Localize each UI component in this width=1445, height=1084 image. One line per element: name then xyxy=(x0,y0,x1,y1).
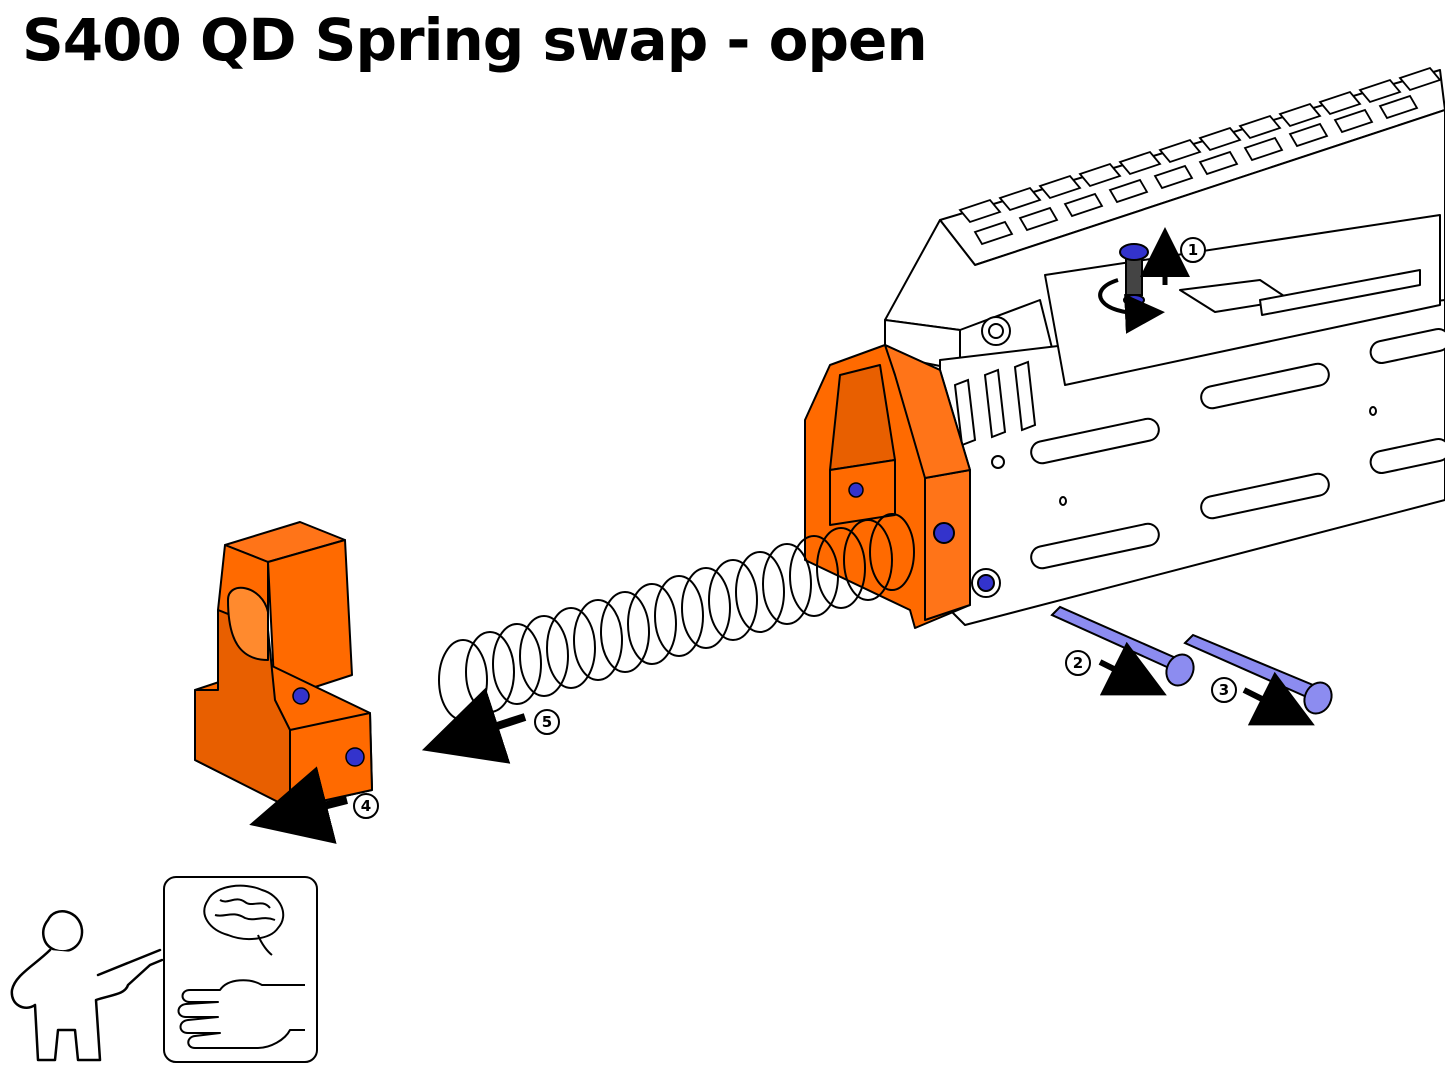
svg-text:1: 1 xyxy=(1188,241,1198,259)
receiver-pin-holes xyxy=(971,316,1011,598)
block-pin-hole xyxy=(933,522,955,544)
svg-text:2: 2 xyxy=(1073,654,1083,672)
page-title: S400 QD Spring swap - open xyxy=(22,6,928,74)
stock-pin-hole xyxy=(292,687,310,705)
step-marker-3: 3 xyxy=(1211,677,1237,703)
brain-icon xyxy=(203,884,285,956)
block-pin-hole xyxy=(848,482,864,498)
receiver-end-block xyxy=(804,344,971,629)
step-marker-2: 2 xyxy=(1065,650,1091,676)
svg-text:5: 5 xyxy=(542,713,552,731)
stock-pin-hole xyxy=(345,747,365,767)
step-marker-5: 5 xyxy=(534,709,560,735)
person-icon xyxy=(10,910,164,1062)
hand-icon xyxy=(177,979,305,1049)
top-rail xyxy=(958,66,1442,246)
pin-3 xyxy=(1183,633,1333,715)
stock-block xyxy=(194,521,373,809)
step-marker-1: 1 xyxy=(1180,237,1206,263)
step-marker-4: 4 xyxy=(353,793,379,819)
spring xyxy=(438,513,915,721)
svg-text:4: 4 xyxy=(361,797,371,815)
svg-text:3: 3 xyxy=(1219,681,1229,699)
direction-arrows xyxy=(249,641,1315,844)
body-slots xyxy=(953,327,1445,570)
screw xyxy=(1098,227,1190,334)
